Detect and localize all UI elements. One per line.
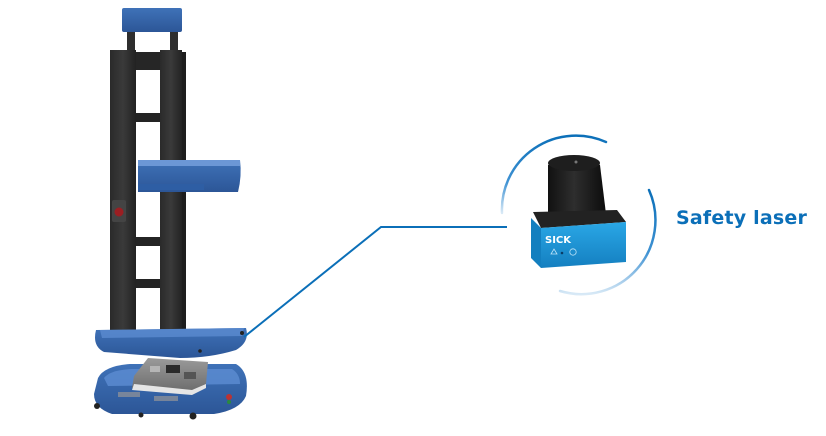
robot-ladder-frame — [110, 50, 186, 340]
callout-connector-line — [243, 226, 507, 338]
robot-base-plate — [95, 328, 247, 358]
sick-safety-laser-scanner: SICK — [531, 155, 626, 268]
robot-handle — [122, 8, 182, 52]
sick-brand-logo: SICK — [545, 235, 572, 246]
sensor-highlight-arc — [500, 134, 657, 296]
robot-shelf-tray — [138, 160, 241, 192]
robot-controller-board — [132, 358, 208, 395]
safety-laser-label: Safety laser — [676, 207, 808, 229]
